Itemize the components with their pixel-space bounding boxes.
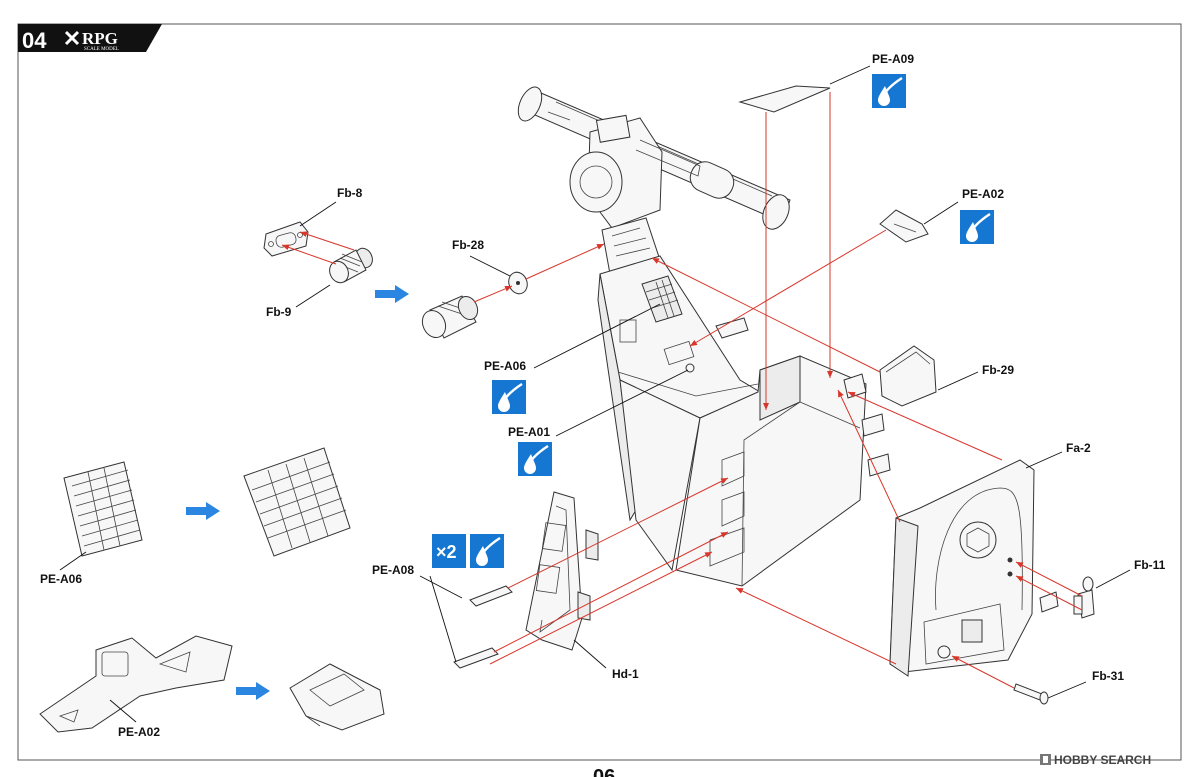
glue-drop-icon bbox=[516, 440, 554, 478]
blue-arrow-icon bbox=[375, 285, 409, 303]
blue-arrow-icon bbox=[186, 502, 220, 520]
part-hd1 bbox=[525, 491, 599, 651]
part-fb29 bbox=[879, 345, 937, 407]
grille-panel bbox=[641, 275, 683, 323]
label-pe-a02-sub: PE-A02 bbox=[118, 725, 160, 739]
part-fb28-assembly bbox=[421, 295, 479, 339]
part-pe-a06-flat bbox=[63, 461, 143, 557]
watermark: HOBBY SEARCH bbox=[1040, 753, 1151, 767]
glue-drop-icon bbox=[468, 532, 506, 570]
label-pe-a02-top: PE-A02 bbox=[962, 187, 1004, 201]
watermark-text: HOBBY SEARCH bbox=[1054, 753, 1151, 767]
part-fb31 bbox=[1013, 683, 1049, 705]
part-fb28 bbox=[508, 271, 528, 295]
label-fb28: Fb-28 bbox=[452, 238, 484, 252]
glue-drop-icon bbox=[490, 378, 528, 416]
blue-arrow-icon bbox=[236, 682, 270, 700]
label-fb8: Fb-8 bbox=[337, 186, 363, 200]
part-fb11 bbox=[1073, 576, 1095, 619]
hobby-search-logo-icon bbox=[1040, 754, 1051, 765]
label-fb29: Fb-29 bbox=[982, 363, 1014, 377]
label-hd1: Hd-1 bbox=[612, 667, 639, 681]
part-pe-a06-bent bbox=[243, 447, 351, 557]
brand-logo: RPG bbox=[82, 29, 118, 48]
label-pe-a01: PE-A01 bbox=[508, 425, 550, 439]
step-header: 04 RPG SCALE MODEL bbox=[18, 24, 162, 53]
brand-cross-icon bbox=[64, 30, 80, 46]
part-pe-a09 bbox=[738, 85, 831, 113]
part-pe-a02-bent bbox=[289, 663, 385, 731]
page-number: 06 bbox=[593, 766, 615, 777]
label-pe-a09: PE-A09 bbox=[872, 52, 914, 66]
label-fb31: Fb-31 bbox=[1092, 669, 1124, 683]
label-pe-a06-sub: PE-A06 bbox=[40, 572, 82, 586]
main-turret-assembly bbox=[517, 86, 891, 587]
part-fb9 bbox=[329, 247, 373, 284]
glue-drop-icon bbox=[870, 72, 908, 110]
label-pe-a08: PE-A08 bbox=[372, 563, 414, 577]
label-fb11: Fb-11 bbox=[1134, 558, 1166, 572]
glue-drop-icon bbox=[958, 208, 996, 246]
label-fa2: Fa-2 bbox=[1066, 441, 1091, 455]
quantity-badge-text: ×2 bbox=[436, 542, 457, 562]
step-number: 04 bbox=[22, 28, 47, 53]
part-pe-a02-top bbox=[879, 209, 929, 243]
part-pe-a08-upper bbox=[469, 585, 513, 607]
part-fb8 bbox=[263, 221, 309, 257]
label-pe-a06-main: PE-A06 bbox=[484, 359, 526, 373]
page-frame bbox=[17, 23, 1182, 761]
quantity-badge: ×2 bbox=[432, 534, 466, 568]
brand-subtitle: SCALE MODEL bbox=[84, 47, 119, 52]
label-fb9: Fb-9 bbox=[266, 305, 292, 319]
part-pe-a08-lower bbox=[453, 647, 499, 669]
part-pe-a02-flat bbox=[39, 635, 233, 733]
part-fa2 bbox=[889, 459, 1059, 677]
